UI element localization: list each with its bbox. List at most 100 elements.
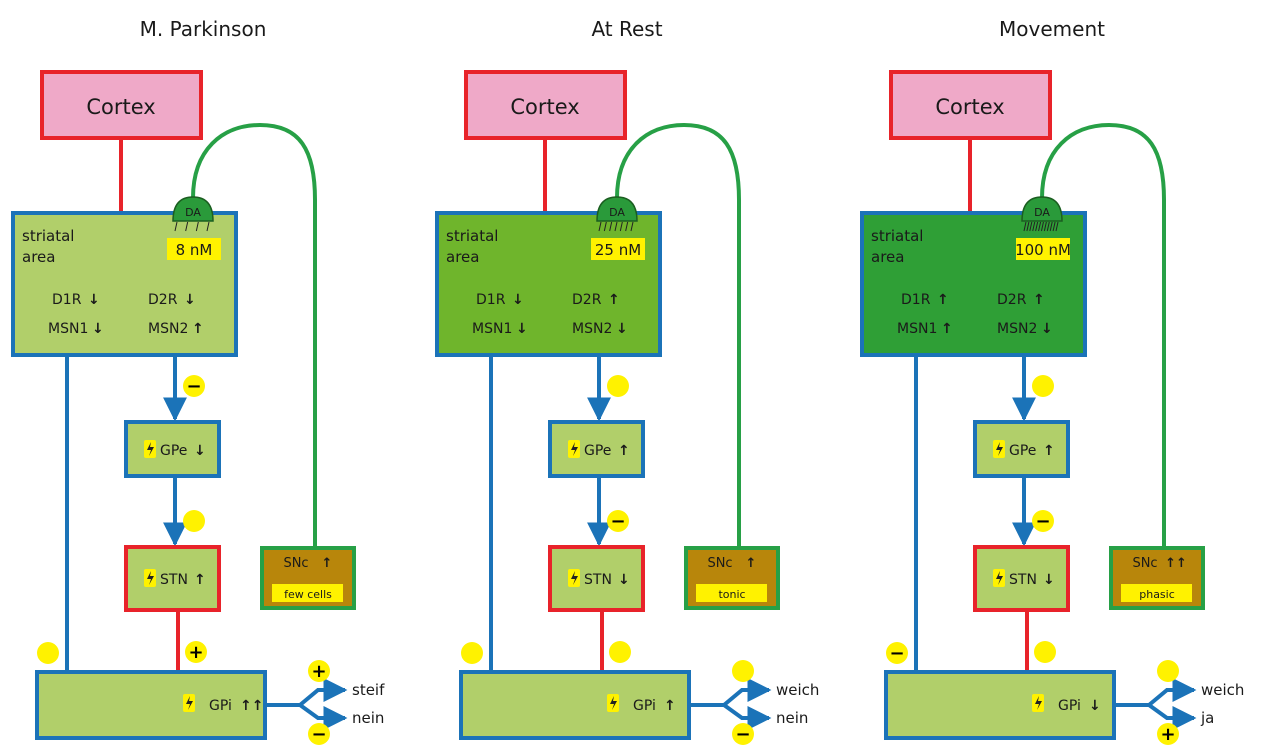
sign-symbol: + <box>1160 724 1175 745</box>
sign-gpe-stn: − <box>1032 510 1054 532</box>
gpe-label: GPe <box>584 443 611 459</box>
dopamine-release-tick <box>1043 221 1047 232</box>
d2r-label: D2R <box>997 292 1027 308</box>
dopamine-release-tick <box>630 221 634 232</box>
gpi-box <box>35 670 267 740</box>
output-bottom-arrow <box>298 703 348 730</box>
striatum-label-2: area <box>446 248 479 266</box>
sign-circle <box>886 642 908 664</box>
d1r-label: D1R <box>52 292 82 308</box>
sign-msn1-gpi <box>461 642 483 664</box>
sign-output-top: + <box>308 660 330 682</box>
sign-gpe-stn <box>183 510 205 532</box>
snc-mode-badge <box>272 584 343 602</box>
concentration-label: 25 nM <box>595 241 641 259</box>
stn-box <box>548 545 645 612</box>
lightning-icon <box>568 440 580 458</box>
dopamine-label: DA <box>609 206 625 219</box>
sign-stn-gpi <box>1034 641 1056 663</box>
sign-stn-gpi: + <box>185 641 207 663</box>
sign-circle <box>1032 375 1054 397</box>
panel-title: Movement <box>999 17 1105 41</box>
sign-msn1-gpi <box>37 642 59 664</box>
lightning-bolt <box>996 571 1003 585</box>
stn-label: STN <box>1009 572 1037 588</box>
lightning-icon <box>993 569 1005 587</box>
msn2-arrow: ↓ <box>1041 321 1053 337</box>
sign-msn2-gpe <box>607 375 629 397</box>
snc-mode-label: few cells <box>284 588 332 601</box>
stn-arrow: ↑ <box>194 572 206 588</box>
output-top-label: weich <box>776 681 819 699</box>
lightning-icon <box>607 694 619 712</box>
lightning-bolt <box>571 442 578 456</box>
sign-output-bottom: − <box>732 723 754 745</box>
dopamine-release-tick <box>1049 221 1053 232</box>
lightning-icon <box>568 569 580 587</box>
d1r-label: D1R <box>901 292 931 308</box>
sign-stn-gpi <box>609 641 631 663</box>
cortex-box <box>464 70 627 140</box>
sign-circle <box>732 723 754 745</box>
sign-symbol: − <box>311 724 326 745</box>
sign-circle <box>185 641 207 663</box>
dopamine-terminal <box>596 196 638 222</box>
concentration-badge <box>1016 238 1070 260</box>
sign-symbol: + <box>188 642 203 663</box>
dopamine-terminal <box>172 196 214 222</box>
gpi-label: GPi <box>209 698 232 714</box>
sign-circle <box>183 510 205 532</box>
dopamine-label: DA <box>185 206 201 219</box>
dopamine-release-tick <box>598 221 602 232</box>
d1r-arrow: ↓ <box>512 292 524 308</box>
gpe-arrow: ↑ <box>618 443 630 459</box>
sign-circle <box>607 375 629 397</box>
lightning-bolt <box>1035 696 1042 710</box>
gpi-label: GPi <box>1058 698 1081 714</box>
lightning-bolt <box>571 571 578 585</box>
msn1-arrow: ↑ <box>941 321 953 337</box>
sign-output-bottom: − <box>308 723 330 745</box>
d1r-label: D1R <box>476 292 506 308</box>
msn2-label: MSN2 <box>572 321 612 337</box>
striatum-box <box>860 211 1087 357</box>
output-bottom-arrow <box>1147 703 1197 730</box>
dopamine-release-tick <box>1023 221 1027 232</box>
output-bottom-label: nein <box>776 709 808 727</box>
sign-circle <box>37 642 59 664</box>
sign-circle <box>308 660 330 682</box>
sign-msn2-gpe: − <box>183 375 205 397</box>
stn-label: STN <box>584 572 612 588</box>
snc-mode-badge <box>696 584 767 602</box>
stn-box <box>124 545 221 612</box>
stn-arrow: ↓ <box>1043 572 1055 588</box>
sign-symbol: − <box>889 643 904 664</box>
lightning-icon <box>183 694 195 712</box>
msn1-label: MSN1 <box>48 321 88 337</box>
dopamine-release-tick <box>1055 221 1059 232</box>
sign-output-top <box>732 660 754 682</box>
gpe-label: GPe <box>160 443 187 459</box>
output-bottom-label: ja <box>1200 709 1214 727</box>
output-top-arrow <box>722 678 772 707</box>
snc-arrow: ↑ <box>322 556 333 571</box>
gpe-box <box>548 420 645 478</box>
lightning-icon <box>144 440 156 458</box>
gpe-arrow: ↓ <box>194 443 206 459</box>
lightning-icon <box>993 440 1005 458</box>
striatum-label-1: striatal <box>22 227 74 245</box>
snc-label: SNc <box>707 556 732 571</box>
sign-circle <box>1157 723 1179 745</box>
nigrostriatal-line <box>615 122 741 548</box>
lightning-bolt <box>147 571 154 585</box>
snc-mode-badge <box>1121 584 1192 602</box>
d1r-arrow: ↑ <box>937 292 949 308</box>
d2r-arrow: ↑ <box>608 292 620 308</box>
cortex-label: Cortex <box>86 95 155 119</box>
msn2-label: MSN2 <box>997 321 1037 337</box>
output-bottom-arrow <box>722 703 772 730</box>
gpi-arrow: ↑ <box>664 698 676 714</box>
concentration-badge <box>591 238 645 260</box>
lightning-bolt <box>610 696 617 710</box>
